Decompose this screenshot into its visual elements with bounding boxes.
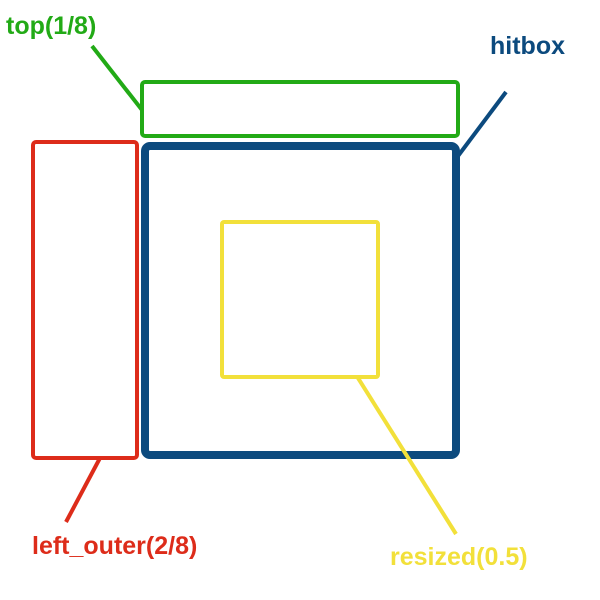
left-outer-label: left_outer(2/8) [32,532,197,560]
hitbox-label: hitbox [490,32,565,60]
top-region-box [140,80,460,138]
resized-region-box [220,220,380,379]
left-outer-leader-line [64,457,102,523]
hitbox-box [141,142,460,459]
top-leader-line [90,44,144,112]
left-outer-region-box [31,140,139,460]
top-label: top(1/8) [6,12,96,40]
hitbox-leader-line [456,90,508,158]
resized-label: resized(0.5) [390,543,528,571]
resized-leader-line [356,376,458,536]
